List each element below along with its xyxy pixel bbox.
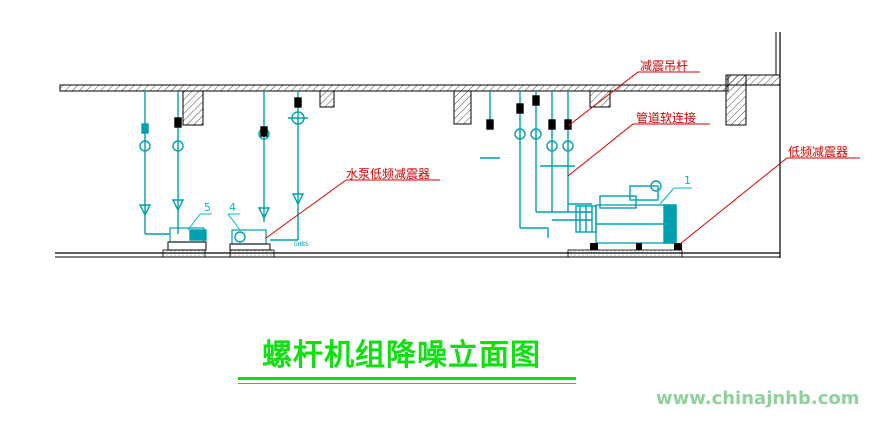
callout-hanger: 减震吊杆 (640, 59, 689, 73)
title-underline (238, 377, 576, 380)
floor-slab (55, 249, 780, 258)
ceiling-beams (182, 74, 747, 126)
callout-low-freq-isolator: 低频减震器 (788, 145, 849, 159)
callout-flex-joint: 管道软连接 (636, 111, 697, 125)
drawing-title: 螺杆机组降噪立面图 (262, 338, 541, 373)
chiller-isolators (590, 243, 682, 250)
site-watermark: www.chinajnhb.com (656, 388, 860, 409)
item-label-1: 1 (684, 174, 691, 187)
item-label-4: 4 (229, 201, 236, 214)
item-label-5: 5 (204, 201, 211, 214)
callout-pump-isolator: 水泵低频减震器 (346, 167, 431, 181)
pump-code-label: GHBS (294, 241, 309, 248)
callout-leaders (265, 71, 860, 245)
item-leaders (187, 187, 692, 231)
title-underline-thin (238, 383, 576, 384)
